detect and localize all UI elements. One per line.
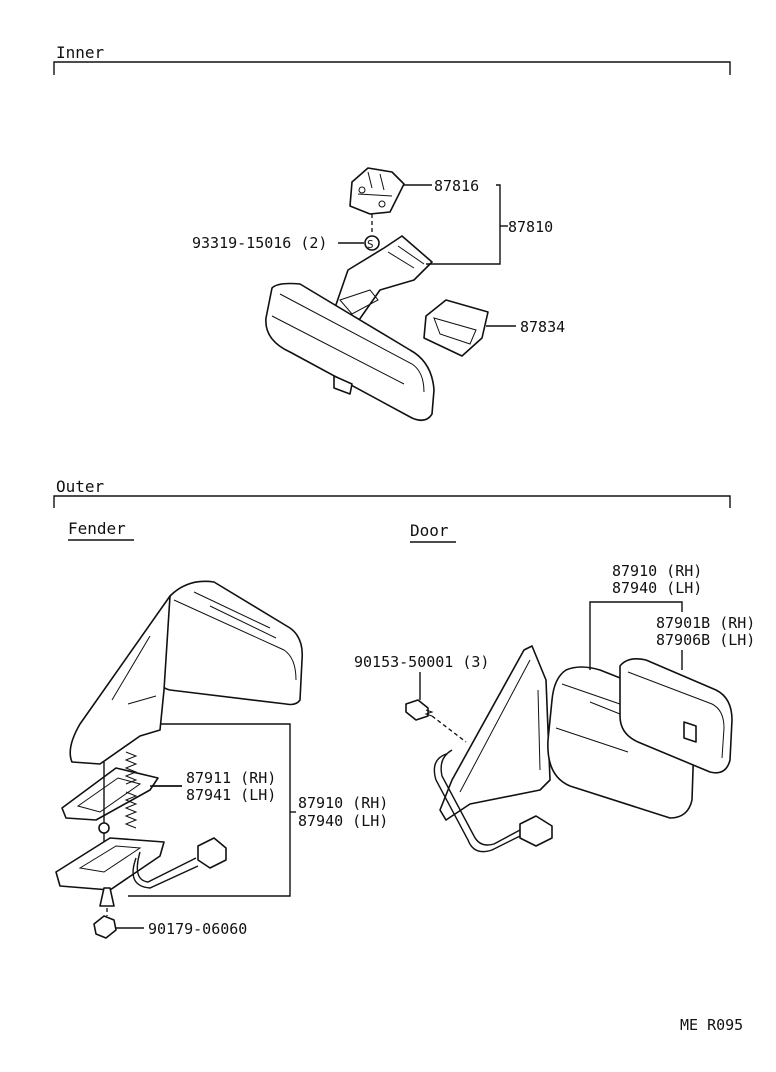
outer-section-title: Outer — [56, 477, 105, 496]
part-number-90179: 90179-06060 — [148, 920, 247, 938]
leader-87910-fender-bracket — [128, 723, 291, 897]
part-number-87910-fender: 87910 (RH) — [298, 794, 388, 812]
screw-marker-letter: S — [367, 238, 374, 251]
part-number-87906b: 87906B (LH) — [656, 631, 755, 649]
inner-section: Inner S — [53, 43, 731, 422]
fender-mirror — [55, 580, 304, 939]
bracket-clip-87816 — [349, 167, 405, 215]
part-number-90153: 90153-50001 (3) — [354, 653, 489, 671]
leader-87910-door-bracket — [589, 601, 683, 670]
part-number-87810: 87810 — [508, 218, 553, 236]
part-number-93319: 93319-15016 (2) — [192, 234, 327, 252]
outer-section-bracket — [53, 495, 731, 508]
inner-section-title: Inner — [56, 43, 105, 62]
door-mirror — [405, 645, 733, 853]
mirror-stay — [329, 235, 433, 331]
part-number-87816: 87816 — [434, 177, 479, 195]
door-subsection-title: Door — [410, 521, 449, 540]
diagram-code: ME R095 — [680, 1016, 743, 1034]
part-number-87834: 87834 — [520, 318, 565, 336]
inner-section-bracket — [53, 61, 731, 75]
part-number-87901b: 87901B (RH) — [656, 614, 755, 632]
part-number-87911: 87911 (RH) — [186, 769, 276, 787]
part-number-87941: 87941 (LH) — [186, 786, 276, 804]
part-number-87910-door: 87910 (RH) — [612, 562, 702, 580]
screw-marker — [364, 235, 380, 251]
cover-87834 — [423, 299, 489, 357]
inner-mirror-body — [265, 282, 435, 422]
leader-87810-bracket — [426, 184, 501, 265]
outer-section: Outer Fender Door — [53, 477, 755, 939]
part-number-87940-door: 87940 (LH) — [612, 579, 702, 597]
part-number-87940-fender: 87940 (LH) — [298, 812, 388, 830]
fender-subsection-title: Fender — [68, 519, 126, 538]
